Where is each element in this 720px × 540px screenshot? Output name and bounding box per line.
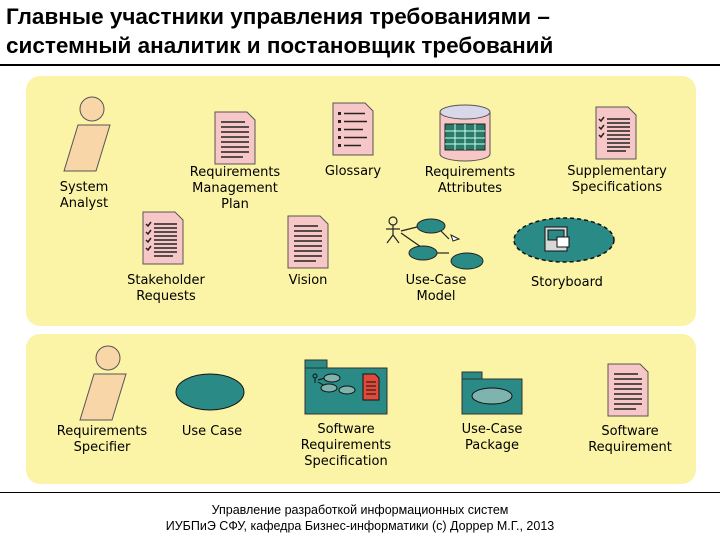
footer-line-1: Управление разработкой информационных си… [211, 503, 509, 517]
document-icon [332, 102, 374, 156]
use-case-model-icon [386, 216, 484, 270]
req-attributes-label: Requirements Attributes [424, 165, 516, 196]
storyboard-icon [513, 217, 615, 263]
storyboard-label: Storyboard [531, 275, 603, 290]
use-case-package-label: Use-Case Package [461, 422, 523, 453]
document-icon [595, 106, 637, 160]
actor-icon [79, 345, 127, 421]
supp-spec-label: Supplementary Specifications [567, 164, 667, 195]
title-line-1: Главные участники управления требованиям… [6, 4, 550, 29]
vision-label: Vision [288, 273, 328, 288]
glossary-label: Glossary [324, 164, 382, 179]
software-requirement-label: Software Requirement [588, 424, 672, 455]
package-icon [461, 371, 523, 415]
database-icon [439, 104, 491, 162]
title-divider [0, 64, 720, 66]
slide-title: Главные участники управления требованиям… [6, 2, 714, 60]
document-icon [607, 363, 649, 417]
document-icon [287, 215, 329, 269]
document-icon [142, 211, 184, 265]
ellipse-icon [175, 373, 245, 411]
footer-line-2: ИУБПиЭ СФУ, кафедра Бизнес-информатики (… [165, 519, 555, 533]
package-icon [304, 359, 388, 415]
system-analyst-label: System Analyst [59, 180, 109, 211]
actor-icon [63, 96, 111, 172]
req-specifier-label: Requirements Specifier [56, 424, 148, 455]
srs-label: Software Requirements Specification [300, 422, 392, 469]
use-case-model-label: Use-Case Model [405, 273, 467, 304]
footer-divider [0, 492, 720, 493]
document-icon [214, 111, 256, 165]
title-line-2: системный аналитик и постановщик требова… [6, 33, 554, 58]
stakeholder-requests-label: Stakeholder Requests [127, 273, 205, 304]
rm-plan-label: Requirements Management Plan [189, 165, 281, 212]
use-case-label: Use Case [181, 424, 243, 439]
